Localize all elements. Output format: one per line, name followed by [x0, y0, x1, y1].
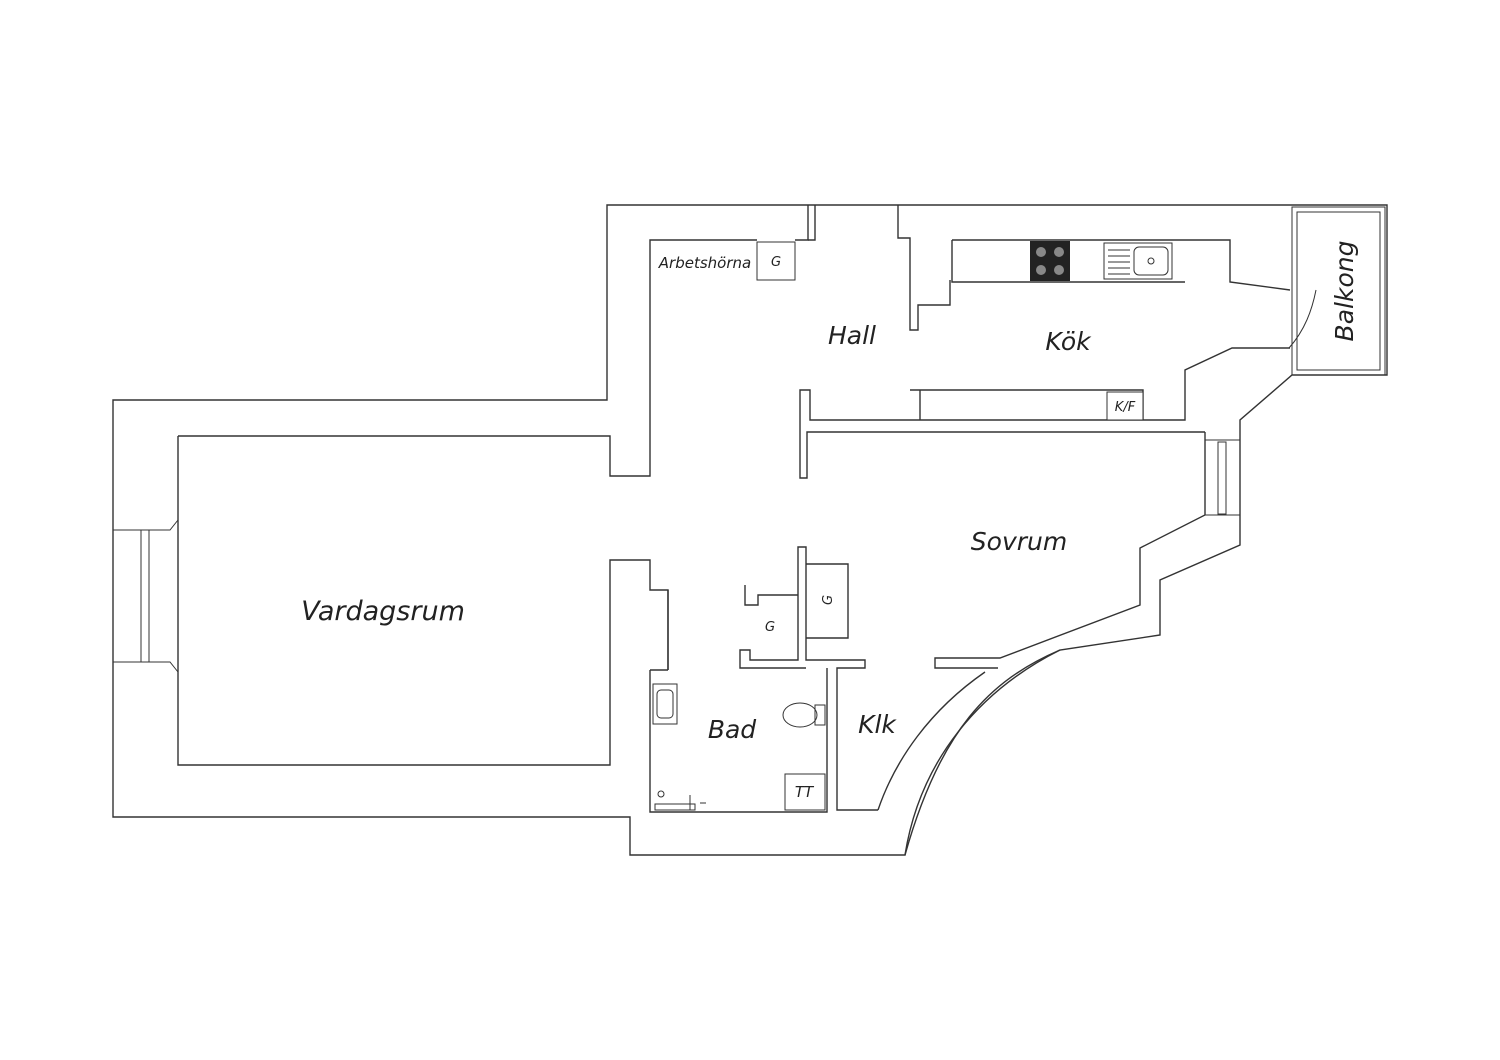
room-label-sovrum: Sovrum: [971, 527, 1067, 556]
sink-icon: [1103, 242, 1173, 280]
room-label-bad: Bad: [708, 715, 756, 744]
label-garderob-hall: G: [771, 255, 781, 270]
room-label-balkong: Balkong: [1330, 241, 1359, 342]
washing-machine: [784, 773, 826, 811]
label-tvattmaskin: TT: [795, 783, 815, 801]
label-garderob-2: G: [821, 595, 836, 605]
balcony: [1288, 206, 1386, 376]
room-label-vardagsrum: Vardagsrum: [301, 596, 465, 627]
living-room-wall: [178, 205, 809, 477]
outer-wall: [112, 204, 1388, 856]
shower-icon: [654, 790, 706, 811]
room-label-arbetshorna: Arbetshörna: [658, 254, 751, 272]
bath-walls: [649, 590, 828, 813]
wardrobe-hall: [756, 241, 796, 281]
kitchen-lower-wall: [799, 347, 1290, 479]
room-label-klk: Klk: [858, 710, 897, 739]
kitchen-counter: [951, 239, 1291, 291]
living-room-wall-lower: [177, 436, 669, 766]
fridge-freezer: [1106, 391, 1144, 421]
toilet-icon: [782, 702, 826, 728]
bedroom-curve: [877, 649, 1061, 856]
stove-icon: [1030, 241, 1070, 281]
window-icon-bedroom: [1205, 439, 1240, 516]
label-garderob-1: G: [765, 620, 775, 635]
room-label-hall: Hall: [828, 321, 876, 350]
bedroom-wall: [934, 432, 1206, 669]
window-icon: [113, 519, 179, 673]
label-kyl-frys: K/F: [1115, 400, 1136, 415]
closet-walls: [739, 546, 878, 811]
washbasin-icon: [652, 683, 678, 725]
hall-wall: [808, 205, 951, 331]
room-label-kok: Kök: [1045, 327, 1092, 356]
